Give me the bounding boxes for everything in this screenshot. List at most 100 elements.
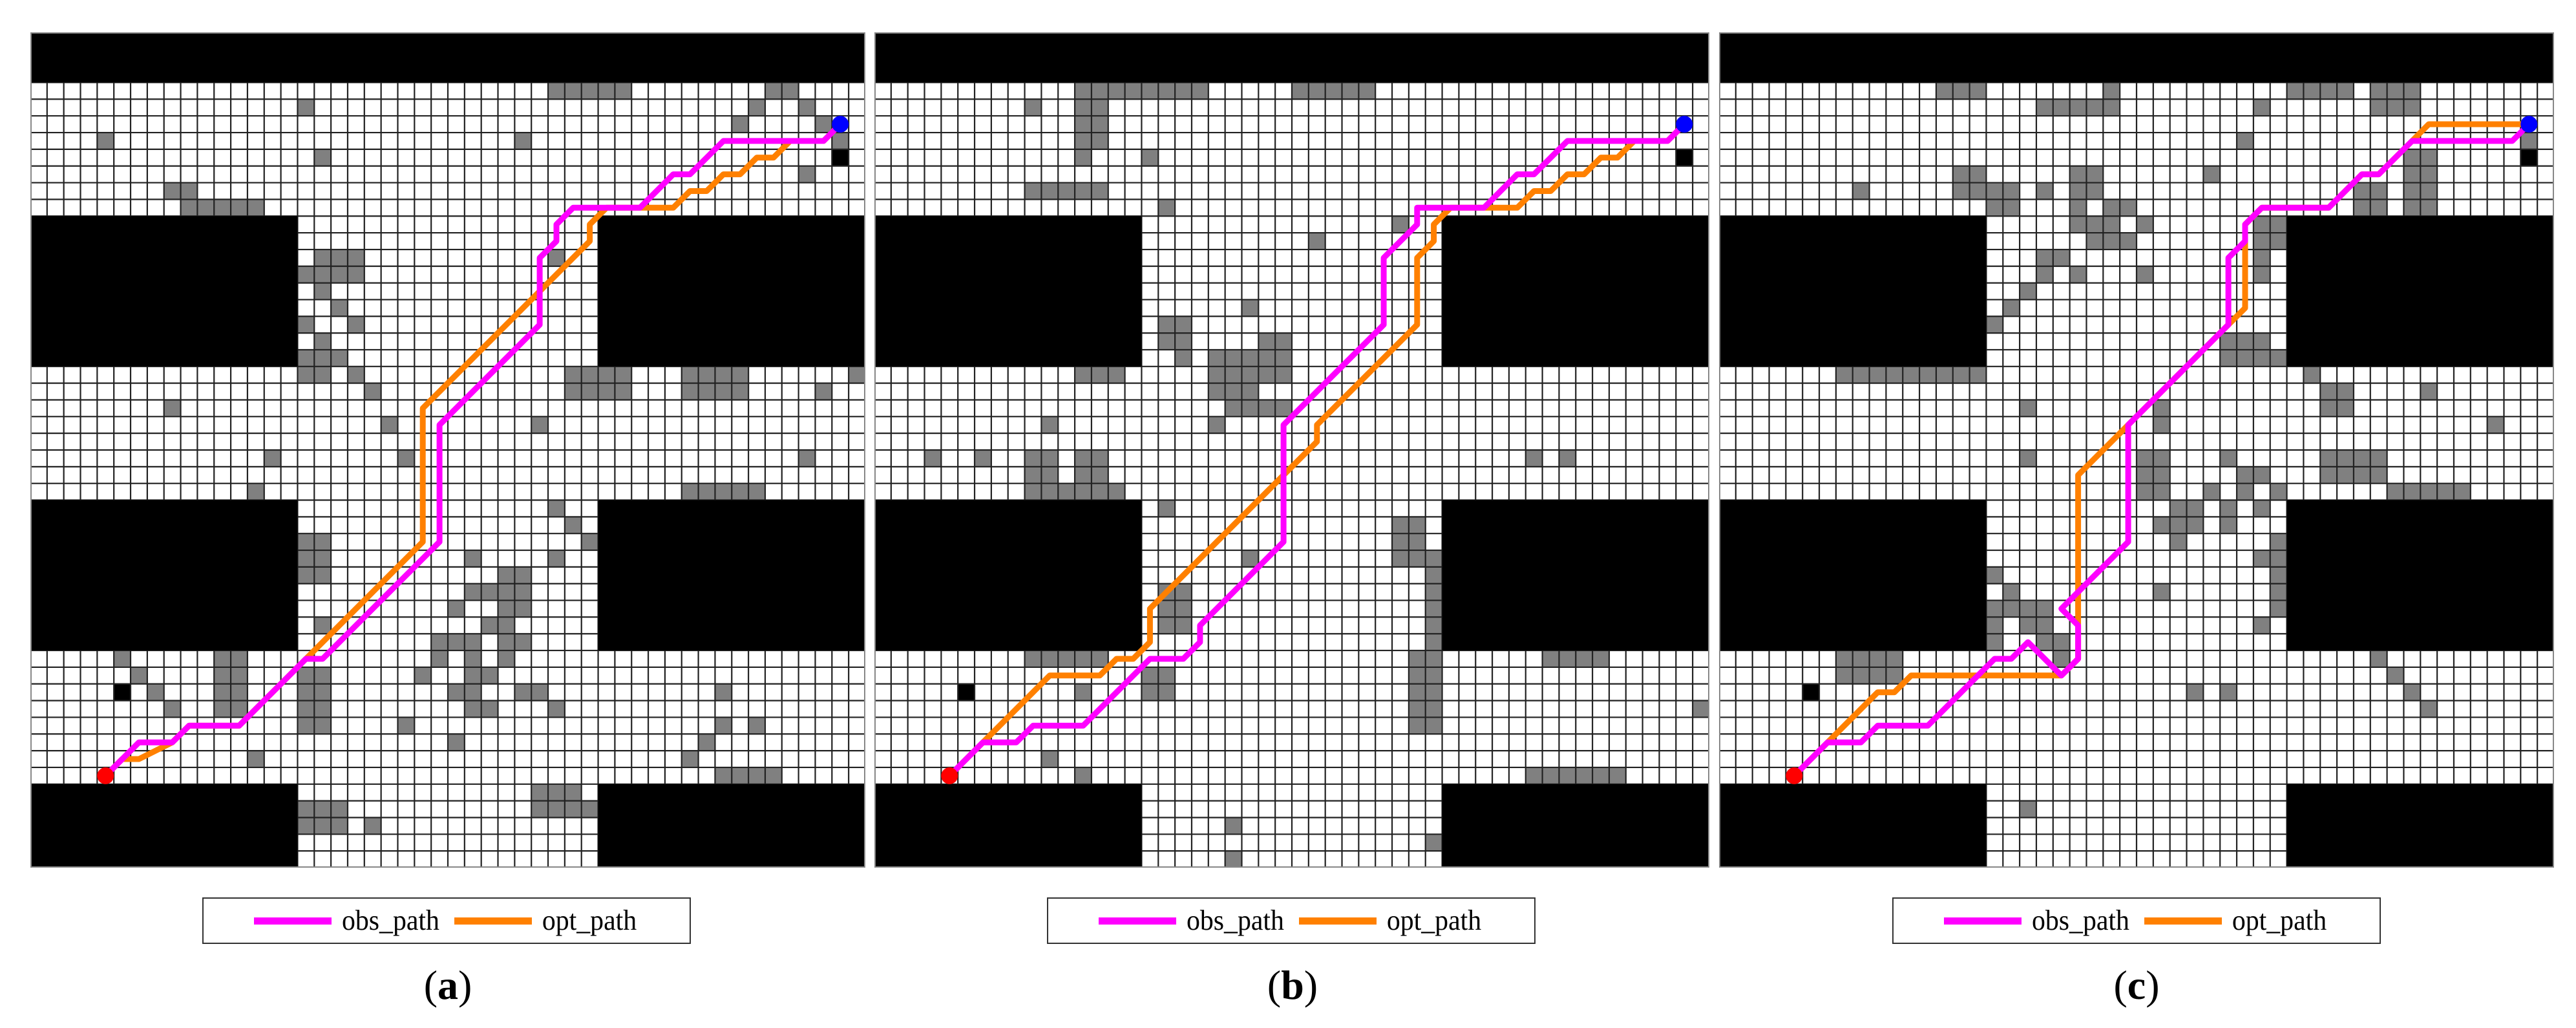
obstacle-cell	[2370, 82, 2387, 100]
obstacle-cell	[2420, 483, 2438, 500]
obstacle-cell	[2220, 683, 2237, 701]
obstacle-cell	[1986, 600, 2003, 617]
obstacle-cell	[1225, 366, 1242, 383]
obstacle-cell	[2020, 283, 2036, 300]
obstacle-cell	[2253, 333, 2270, 350]
obstacle-cell	[2403, 149, 2421, 166]
obstacle-cell	[314, 366, 332, 383]
obstacle-cell	[1969, 182, 1987, 200]
obstacle-cell	[2186, 683, 2204, 701]
obstacle-cell	[2303, 82, 2321, 100]
obstacle-cell	[2270, 349, 2287, 367]
obstacle-cell	[1275, 366, 1292, 383]
obstacle-cell	[1408, 683, 1426, 701]
grid-map-b	[874, 32, 1709, 868]
obstacle-cell	[1175, 333, 1192, 350]
obstacle-cell	[748, 99, 765, 116]
obstacle-cell	[2253, 617, 2270, 634]
obstacle-cell	[2003, 600, 2020, 617]
obstacle-cell	[314, 333, 332, 350]
obstacle-cell	[1986, 566, 2003, 584]
obstacle-cell	[180, 199, 198, 217]
obstacle-cell	[514, 683, 532, 701]
obstacle-cell	[331, 266, 348, 283]
obstacle-cell	[849, 366, 865, 383]
obstacle-cell	[231, 650, 248, 667]
obstacle-cell	[1425, 634, 1442, 651]
obstacle-cell	[297, 566, 315, 584]
caption-close-paren: )	[458, 962, 472, 1008]
legend-item-obs-path: obs_path	[253, 906, 442, 935]
obstacle-cell	[832, 133, 849, 149]
obstacle-cell	[781, 82, 799, 100]
obstacle-cell	[331, 800, 348, 818]
obstacle-cell	[1075, 116, 1092, 133]
obstacle-cell	[214, 683, 231, 701]
obstacle-cell	[1241, 299, 1259, 317]
obstacle-cell	[297, 817, 315, 835]
obstacle-cell	[1358, 82, 1376, 100]
obstacle-cell	[1091, 650, 1108, 667]
obstacle-cell	[2453, 483, 2471, 500]
obstacle-cell	[97, 133, 114, 149]
obstacle-cell	[2069, 216, 2087, 233]
obstacle-cell	[514, 583, 532, 601]
obstacle-cell	[314, 566, 332, 584]
obstacle-cell	[1986, 182, 2003, 200]
obstacle-cell	[314, 533, 332, 551]
obstacle-cell	[1576, 650, 1593, 667]
obstacle-cell	[464, 683, 481, 701]
obstacle-cell	[2086, 99, 2104, 116]
obstacle-cell	[2220, 450, 2237, 467]
caption-c: (c)	[2072, 965, 2201, 1006]
obstacle-cell	[732, 116, 749, 133]
obstacle-cell	[598, 383, 615, 400]
obstacle-cell	[1075, 82, 1092, 100]
grid-map-a	[30, 32, 865, 868]
obstacle-cell	[1852, 182, 1870, 200]
obstacle-cell	[1425, 617, 1442, 634]
obstacle-cell	[581, 533, 598, 551]
obstacle-cell	[2153, 583, 2170, 601]
obstacle-cell	[615, 82, 632, 100]
obstacle-cell	[564, 784, 582, 801]
obstacle-cell	[1141, 683, 1159, 701]
obstacle-cell	[464, 583, 481, 601]
obstacle-cell	[732, 767, 749, 784]
obstacle-cell	[2103, 99, 2120, 116]
obstacle-cell	[1325, 82, 1342, 100]
legend-item-obs-path: obs_path	[1943, 906, 2132, 935]
obstacle-cell	[2220, 333, 2237, 350]
obstacle-cell	[1425, 700, 1442, 718]
obstacle-cell	[2253, 99, 2270, 116]
legend-item-opt-path: opt_path	[2144, 906, 2329, 935]
wall-block	[2286, 500, 2554, 651]
caption-letter: a	[438, 962, 458, 1008]
obstacle-cell	[2086, 233, 2104, 250]
obstacle-cell	[1292, 82, 1309, 100]
obstacle-cell	[2203, 166, 2221, 183]
obstacle-cell	[2270, 233, 2287, 250]
obstacle-cell	[2270, 583, 2287, 601]
obstacle-cell	[2036, 99, 2053, 116]
obstacle-cell	[2270, 216, 2287, 233]
panel-border	[874, 32, 1709, 868]
obstacle-cell	[1952, 82, 1970, 100]
obstacle-cell	[2353, 466, 2370, 484]
obstacle-cell	[431, 650, 448, 667]
obstacle-cell	[1075, 483, 1092, 500]
obstacle-cell	[1408, 667, 1426, 684]
obstacle-cell	[2387, 82, 2404, 100]
wall-blocks	[30, 32, 865, 868]
obstacle-cell	[1041, 466, 1059, 484]
obstacle-cell	[1275, 400, 1292, 417]
obstacle-cell	[114, 650, 131, 667]
obstacle-cell	[2220, 349, 2237, 367]
obstacle-cell	[715, 767, 732, 784]
wall-block	[2286, 216, 2554, 367]
obstacle-cell	[581, 383, 598, 400]
obstacle-cell	[231, 683, 248, 701]
obstacle-cell	[1408, 700, 1426, 718]
wall-block	[1719, 500, 1987, 651]
obstacle-cell	[2137, 216, 2153, 233]
